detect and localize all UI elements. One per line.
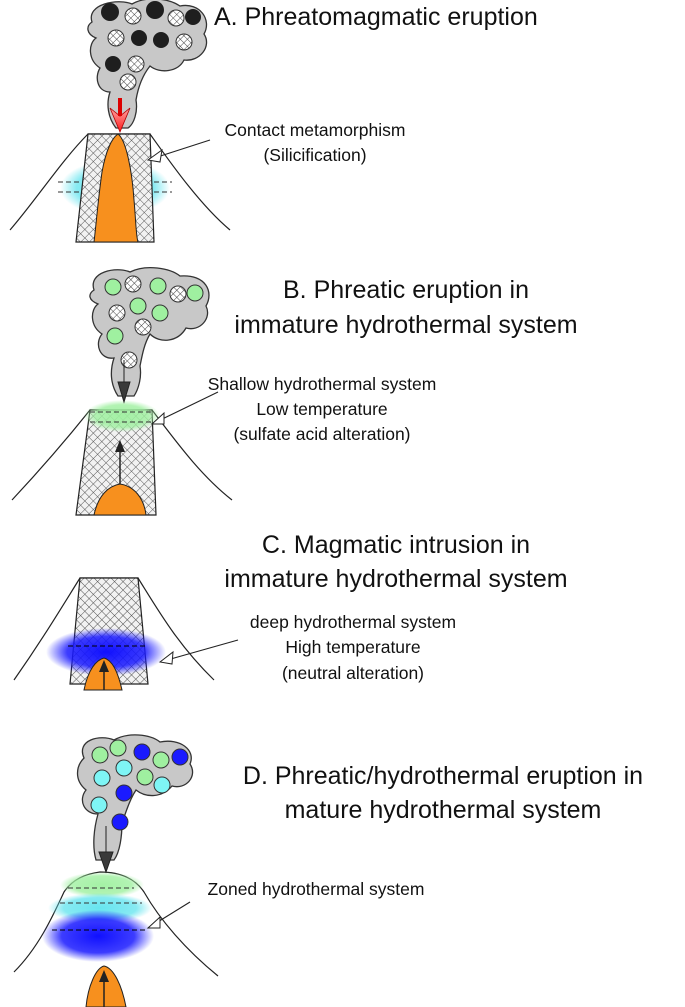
plume-clast [91, 746, 109, 764]
plume-clast [124, 7, 142, 25]
plume-clast [185, 9, 201, 25]
eruption-plume [87, 0, 208, 129]
panel-a-title: A. Phreatomagmatic eruption [214, 3, 538, 31]
plume-clast [152, 751, 170, 769]
panel-c [13, 577, 239, 691]
panel-c-title-line: C. Magmatic intrusion in [262, 531, 530, 559]
plume-clast [169, 285, 187, 303]
panel-a-label-line: Contact metamorphism [225, 120, 406, 140]
label-pointer-c [159, 639, 239, 663]
panel-a [9, 0, 231, 243]
magma-column [93, 133, 139, 243]
plume-clast [127, 55, 145, 73]
shallow-zone [60, 872, 144, 898]
plume-clast [153, 32, 169, 48]
plume-clast [129, 297, 147, 315]
downward-arrow [98, 826, 114, 874]
panel-b-title-line: immature hydrothermal system [234, 311, 577, 339]
plume-clast [101, 3, 119, 21]
magma-column [85, 965, 127, 1007]
plume-clast [115, 759, 133, 777]
plume-clast [107, 29, 125, 47]
panel-d-label-line: Zoned hydrothermal system [208, 879, 425, 899]
plume-clast [133, 743, 151, 761]
plume-clast [151, 304, 169, 322]
plume-clast [93, 769, 111, 787]
plume-clast [119, 73, 137, 91]
magma-column [93, 483, 147, 516]
plume-clast [131, 30, 147, 46]
eruption-plume [76, 734, 194, 861]
shallow-zone [84, 400, 160, 432]
panel-c-label-line: High temperature [285, 637, 420, 657]
plume-clast [106, 327, 124, 345]
plume-clast [167, 9, 185, 27]
plume-clast [105, 56, 121, 72]
plume-clast [171, 748, 189, 766]
plume-clast [153, 776, 171, 794]
downward-arrow [117, 360, 131, 404]
panel-d-title-line: mature hydrothermal system [285, 796, 602, 824]
plume-clast [149, 277, 167, 295]
deep-zone [42, 910, 154, 962]
plume-clast [111, 813, 129, 831]
edifice [13, 871, 219, 977]
panel-b-title-line: B. Phreatic eruption in [283, 276, 529, 304]
panel-c-label-line: deep hydrothermal system [250, 612, 456, 632]
plume-clast [186, 284, 204, 302]
plume-clast [146, 1, 164, 19]
plume-clast [108, 304, 126, 322]
plume-clast [136, 768, 154, 786]
panel-b-label-line: (sulfate acid alteration) [233, 424, 410, 444]
panel-c-title-line: immature hydrothermal system [224, 565, 567, 593]
panel-d [13, 734, 219, 1007]
panel-d-title-line: D. Phreatic/hydrothermal eruption in [243, 762, 643, 790]
plume-clast [175, 33, 193, 51]
magma-column [83, 657, 123, 691]
deep-zone [46, 628, 166, 676]
plume-clast [124, 275, 142, 293]
panel-c-label-line: (neutral alteration) [282, 663, 424, 683]
panel-a-label-line: (Silicification) [263, 145, 366, 165]
plume-clast [104, 278, 122, 296]
plume-clast [115, 784, 133, 802]
panel-b [11, 266, 233, 516]
eruption-plume [89, 266, 210, 397]
panel-b-label-line: Low temperature [256, 399, 387, 419]
plume-clast [109, 739, 127, 757]
panel-b-label-line: Shallow hydrothermal system [208, 374, 437, 394]
plume-clast [134, 318, 152, 336]
plume-clast [120, 351, 138, 369]
plume-clast [90, 796, 108, 814]
